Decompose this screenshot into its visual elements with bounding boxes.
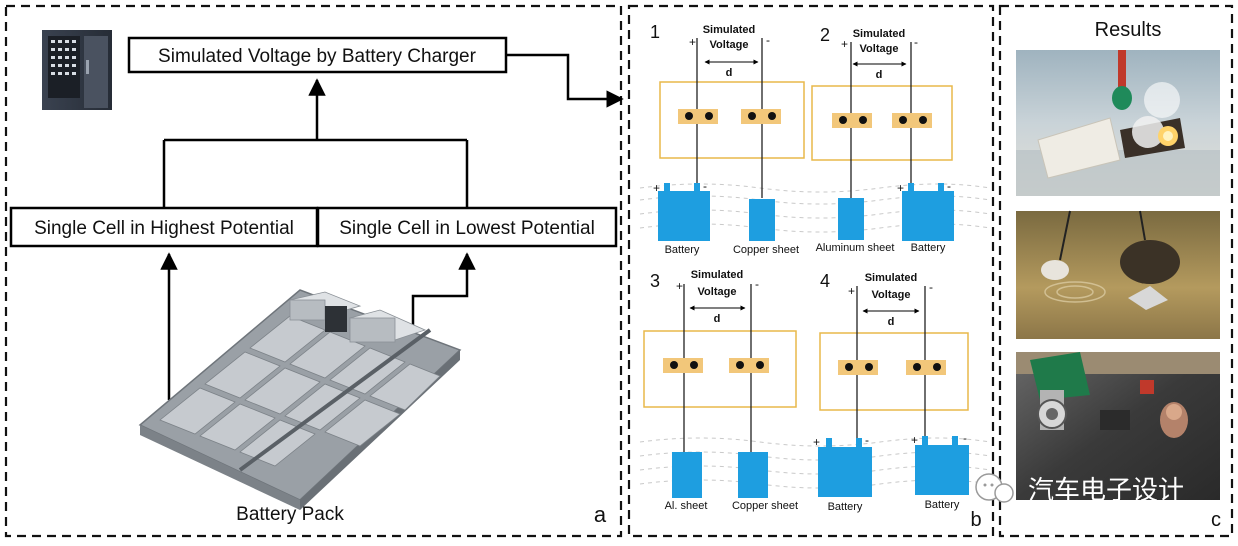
voltage-label-line1: Simulated <box>703 24 756 36</box>
right-label: Battery <box>925 499 960 511</box>
distance-label: d <box>726 67 733 79</box>
scenario-3: 3 Simulated Voltage + - d Al. sheet Copp… <box>643 269 798 512</box>
metal-sheet <box>838 198 864 240</box>
distance-label: d <box>888 316 895 328</box>
voltage-label-line1: Simulated <box>691 269 744 281</box>
plus-sign: + <box>689 35 696 49</box>
voltage-label-line2: Voltage <box>698 286 737 298</box>
minus-sign: - <box>929 280 933 294</box>
voltage-label-line2: Voltage <box>872 289 911 301</box>
battery-cell <box>902 191 954 241</box>
right-label: Battery <box>911 242 946 254</box>
left-box-label: Single Cell in Highest Potential <box>34 218 294 239</box>
minus-sign: - <box>947 179 951 193</box>
metal-sheet <box>749 199 775 241</box>
tree-connectors <box>160 53 624 400</box>
voltage-label-line2: Voltage <box>710 39 749 51</box>
scenario-number: 4 <box>820 271 830 291</box>
pack-label: Battery Pack <box>236 504 344 525</box>
plus-sign: + <box>653 181 660 195</box>
minus-sign: - <box>703 179 707 193</box>
plus-sign: + <box>813 435 820 449</box>
scenario-1: 1 Simulated Voltage + - d + - Battery Co… <box>650 22 805 256</box>
left-label: Battery <box>828 501 863 513</box>
container-outline <box>643 330 797 408</box>
voltage-label-line1: Simulated <box>865 272 918 284</box>
panel-c-border <box>998 4 1234 538</box>
result-photo-2 <box>1016 210 1220 339</box>
metal-sheet <box>738 452 768 498</box>
scenario-number: 1 <box>650 22 660 42</box>
minus-sign: - <box>963 431 967 445</box>
voltage-label-line2: Voltage <box>860 43 899 55</box>
result-photo-3 <box>1016 352 1220 500</box>
scenario-2: 2 Simulated Voltage + - d + - Aluminum s… <box>811 25 954 254</box>
distance-label: d <box>876 69 883 81</box>
left-label: Al. sheet <box>665 500 708 512</box>
watermark-text: 汽车电子设计 <box>1028 476 1184 506</box>
left-box: Single Cell in Highest Potential <box>9 206 319 248</box>
metal-sheet <box>672 452 702 498</box>
container-outline <box>659 81 805 159</box>
distance-label: d <box>714 313 721 325</box>
right-label: Copper sheet <box>733 244 799 256</box>
battery-cell <box>915 445 969 495</box>
minus-sign: - <box>755 277 759 291</box>
charger-cabinet-icon <box>42 30 112 110</box>
result-photo-1 <box>1016 50 1220 196</box>
container-outline <box>819 332 969 411</box>
battery-cell <box>818 447 872 497</box>
right-label: Copper sheet <box>732 500 798 512</box>
plus-sign: + <box>911 433 918 447</box>
left-label: Aluminum sheet <box>816 242 895 254</box>
battery-pack-illustration <box>138 289 462 510</box>
watermark: 汽车电子设计 <box>975 473 1184 506</box>
panel-a-letter: a <box>594 502 607 527</box>
plus-sign: + <box>841 37 848 51</box>
right-box-label: Single Cell in Lowest Potential <box>339 218 595 239</box>
left-label: Battery <box>665 244 700 256</box>
panel-c-letter: c <box>1211 509 1221 531</box>
scenario-4: 4 Simulated Voltage + - d + - + - Batter… <box>813 271 969 513</box>
scenario-number: 2 <box>820 25 830 45</box>
panel-b-letter: b <box>970 509 981 531</box>
plus-sign: + <box>897 181 904 195</box>
battery-cell <box>658 191 710 241</box>
top-box: Simulated Voltage by Battery Charger <box>127 36 508 74</box>
container-outline <box>811 85 953 161</box>
minus-sign: - <box>766 33 770 47</box>
right-box: Single Cell in Lowest Potential <box>316 206 618 248</box>
plus-sign: + <box>676 279 683 293</box>
plus-sign: + <box>848 284 855 298</box>
scenario-number: 3 <box>650 271 660 291</box>
voltage-label-line1: Simulated <box>853 28 906 40</box>
minus-sign: - <box>914 35 918 49</box>
panel-a-border <box>4 4 623 538</box>
panel-b-border <box>627 4 995 538</box>
minus-sign: - <box>865 433 869 447</box>
results-title: Results <box>1095 19 1162 41</box>
top-box-label: Simulated Voltage by Battery Charger <box>158 46 477 67</box>
